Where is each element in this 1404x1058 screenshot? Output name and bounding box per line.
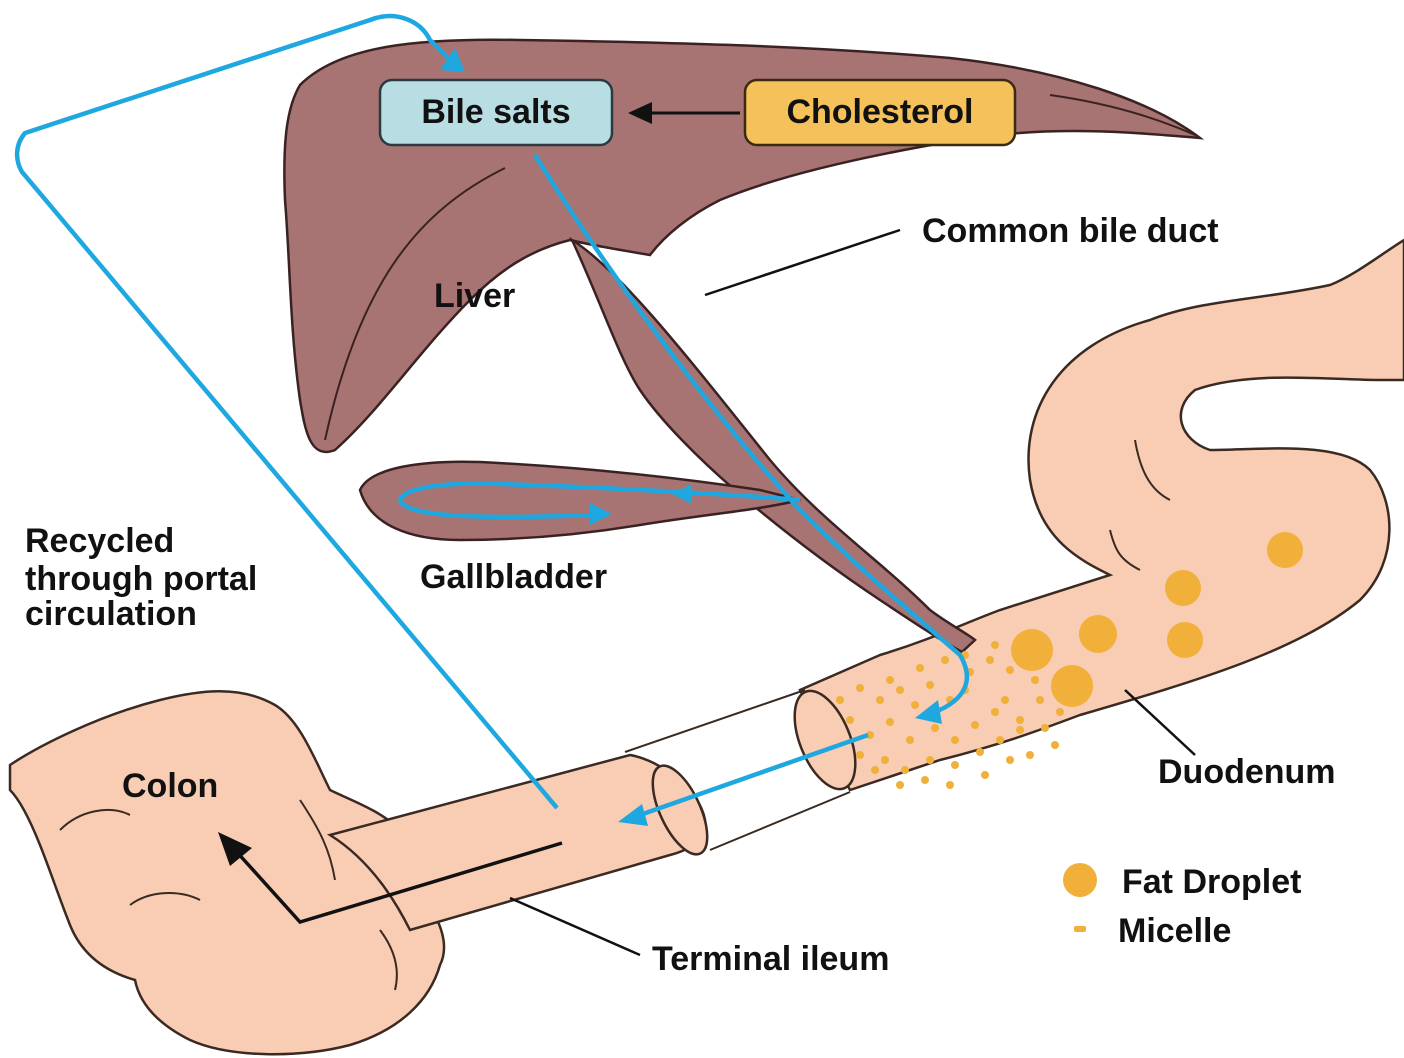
micelle-dot xyxy=(901,766,909,774)
terminal-ileum-leader xyxy=(510,898,640,955)
micelle-dot xyxy=(1056,708,1064,716)
bile-salts-label: Bile salts xyxy=(421,93,570,131)
micelle-dot xyxy=(876,696,884,704)
micelle-dot xyxy=(981,771,989,779)
micelle-dot xyxy=(1001,696,1009,704)
fat-droplet xyxy=(1011,629,1053,671)
legend-micelle-swatch xyxy=(1074,926,1086,932)
segment-link-line xyxy=(625,690,805,752)
micelle-dot xyxy=(976,748,984,756)
micelle-dot xyxy=(1036,696,1044,704)
micelle-dot xyxy=(1006,666,1014,674)
legend-micelle-label: Micelle xyxy=(1118,912,1231,950)
micelle-dot xyxy=(971,721,979,729)
gallbladder-label: Gallbladder xyxy=(420,558,607,596)
recycled-label-line3: circulation xyxy=(25,595,197,633)
liver-label: Liver xyxy=(434,277,515,315)
fat-droplet xyxy=(1165,570,1201,606)
cholesterol-label: Cholesterol xyxy=(786,93,973,131)
micelle-dot xyxy=(1041,724,1049,732)
segment-link-line xyxy=(710,792,850,850)
micelle-dot xyxy=(991,641,999,649)
micelle-dot xyxy=(931,724,939,732)
micelle-dot xyxy=(1051,741,1059,749)
micelle-dot xyxy=(951,736,959,744)
duodenum-shape xyxy=(800,240,1404,790)
micelle-dot xyxy=(911,701,919,709)
micelle-dot xyxy=(921,776,929,784)
terminal-ileum-label: Terminal ileum xyxy=(652,940,889,978)
micelle-dot xyxy=(926,681,934,689)
duodenum-label: Duodenum xyxy=(1158,753,1336,791)
micelle-dot xyxy=(1006,756,1014,764)
micelle-dot xyxy=(996,736,1004,744)
colon-label: Colon xyxy=(122,767,218,805)
fat-droplet xyxy=(1167,622,1203,658)
micelle-dot xyxy=(886,718,894,726)
micelle-dot xyxy=(856,751,864,759)
recycled-label-line2: through portal xyxy=(25,560,257,598)
legend-fat-droplet-label: Fat Droplet xyxy=(1122,863,1301,901)
micelle-dot xyxy=(846,716,854,724)
micelle-dot xyxy=(1026,751,1034,759)
micelle-dot xyxy=(1016,726,1024,734)
micelle-dot xyxy=(836,696,844,704)
micelle-dot xyxy=(896,686,904,694)
legend: Fat Droplet Micelle xyxy=(1063,863,1301,950)
micelle-dot xyxy=(871,766,879,774)
micelle-dot xyxy=(986,656,994,664)
micelle-dot xyxy=(951,761,959,769)
duodenum-leader xyxy=(1125,690,1195,755)
micelle-dot xyxy=(881,756,889,764)
common-bile-duct-label: Common bile duct xyxy=(922,212,1219,250)
micelle-dot xyxy=(991,708,999,716)
recycled-label-line1: Recycled xyxy=(25,522,174,560)
micelle-dot xyxy=(941,656,949,664)
micelle-dot xyxy=(916,664,924,672)
micelle-dot xyxy=(1031,676,1039,684)
legend-fat-droplet-swatch xyxy=(1063,863,1097,897)
micelle-dot xyxy=(946,781,954,789)
micelle-dot xyxy=(896,781,904,789)
micelle-dot xyxy=(926,756,934,764)
fat-droplet xyxy=(1051,665,1093,707)
micelle-dot xyxy=(856,684,864,692)
micelle-dot xyxy=(886,676,894,684)
fat-droplet xyxy=(1267,532,1303,568)
micelle-dot xyxy=(1016,716,1024,724)
micelle-dot xyxy=(906,736,914,744)
fat-droplet xyxy=(1079,615,1117,653)
common-bile-duct-leader xyxy=(705,230,900,295)
